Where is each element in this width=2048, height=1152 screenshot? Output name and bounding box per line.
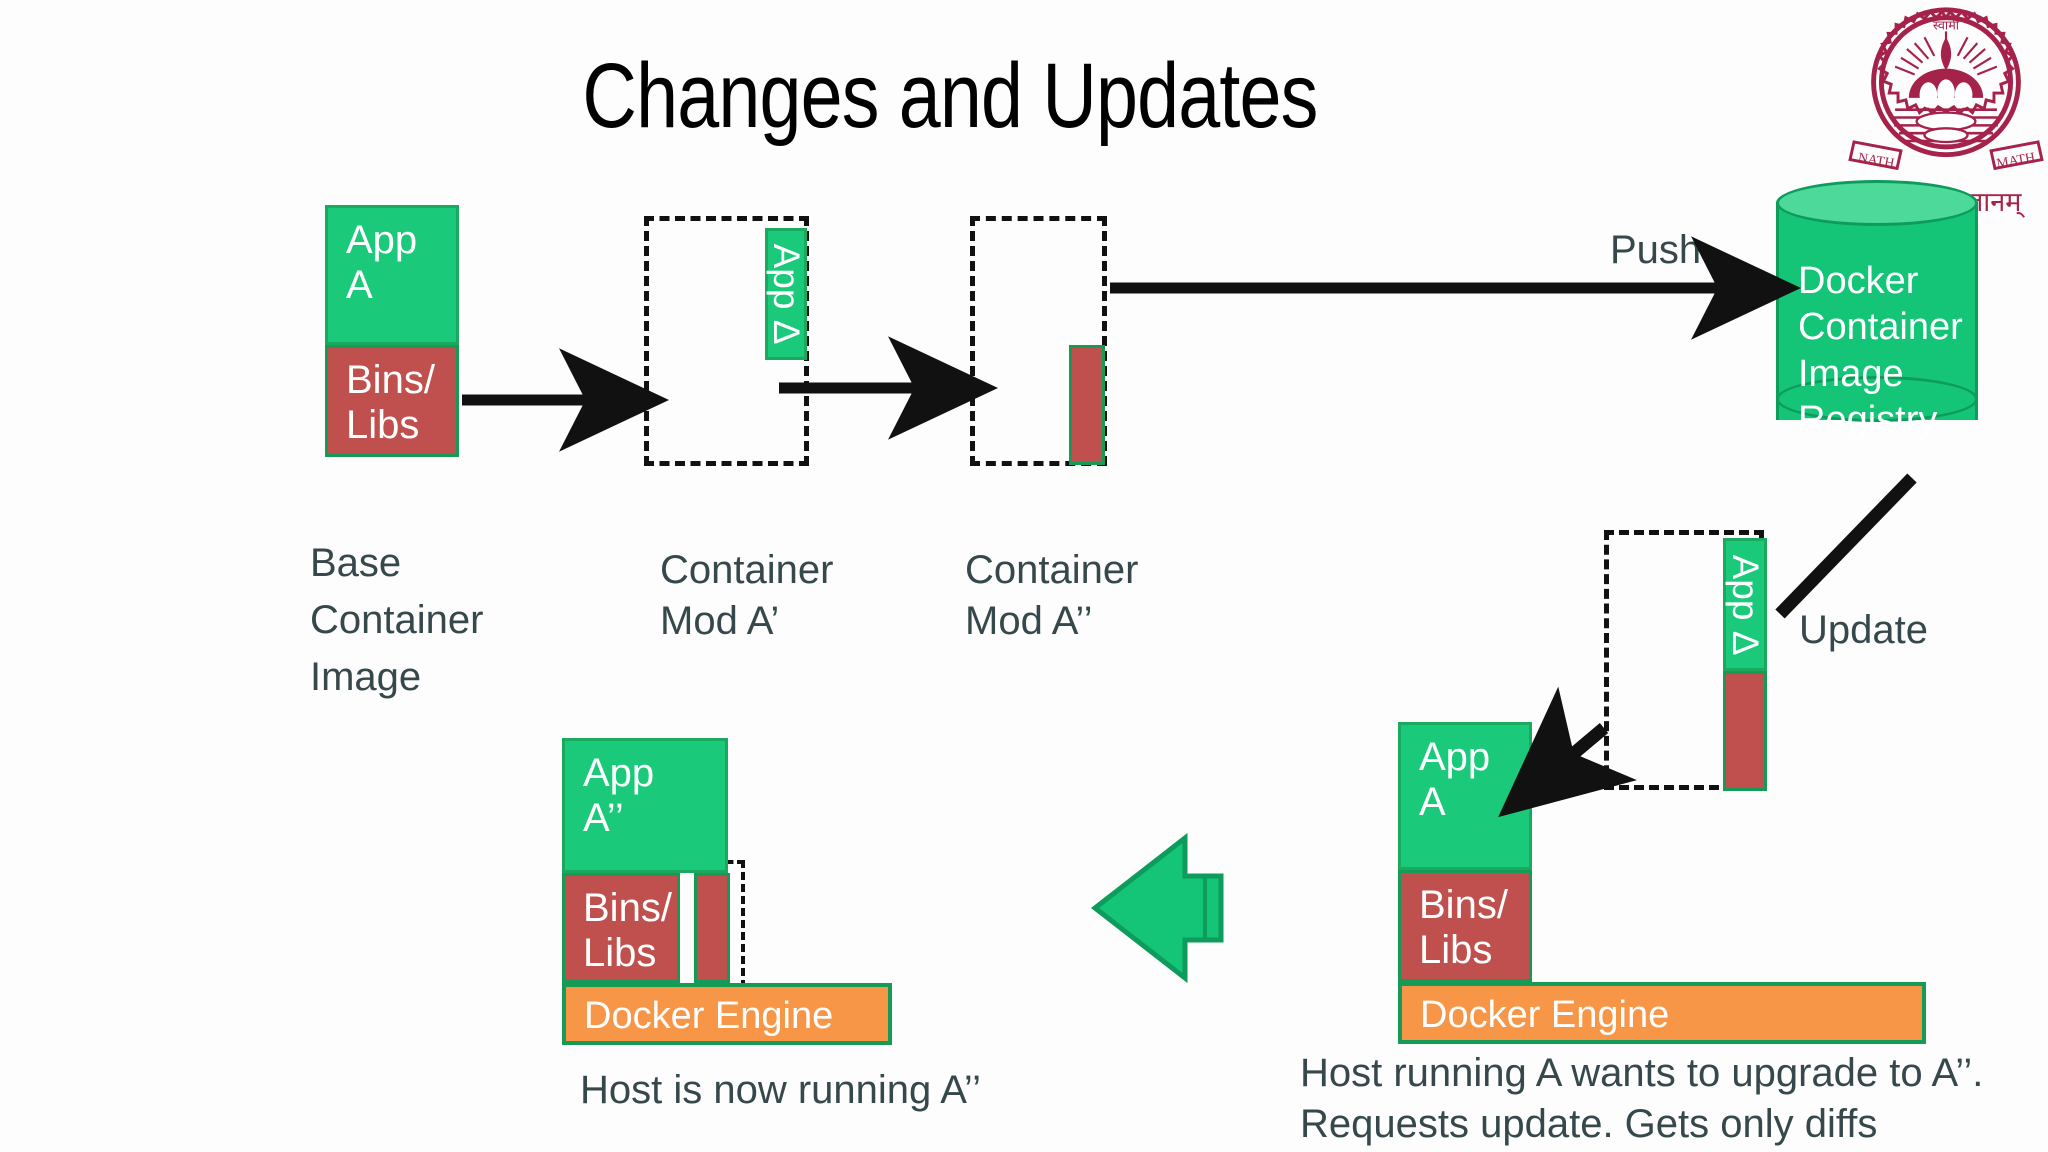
host-left-bins-label: Bins/ Libs [583, 886, 672, 975]
update-container-delta-bar: App Δ [1723, 538, 1767, 671]
container-mod-a1-caption: Container Mod A’ [660, 548, 834, 644]
host-right-engine-box: Docker Engine [1398, 982, 1926, 1044]
host-right-caption: Host running A wants to upgrade to A’’. … [1300, 1051, 1984, 1147]
docker-registry-cylinder: Docker Container Image Registry [1776, 180, 1978, 441]
host-right-bins-box: Bins/ Libs [1398, 870, 1532, 982]
host-right-app-box: App A [1398, 722, 1532, 870]
base-image-app-label: App A [346, 218, 418, 307]
arrow-registry-to-update [1775, 473, 1917, 619]
update-container-diff-bar [1723, 671, 1767, 791]
base-image-app-box: App A [325, 205, 459, 345]
host-left-engine-label: Docker Engine [584, 995, 834, 1037]
base-image-bins-box: Bins/ Libs [325, 345, 459, 457]
host-right-bins-label: Bins/ Libs [1419, 883, 1508, 972]
base-image-caption: Base Container Image [310, 541, 484, 699]
host-left-app-label: App A’’ [583, 751, 655, 840]
update-container-delta-label: App Δ [1725, 554, 1766, 655]
arrow-update-to-host-right [1498, 686, 1637, 818]
page-title: Changes and Updates [582, 45, 1318, 147]
container-mod-a2-caption: Container Mod A’’ [965, 548, 1139, 644]
registry-label: Docker Container Image Registry [1798, 260, 1963, 442]
container-mod-a2-diff-bar [1069, 345, 1105, 465]
host-left-diff-bar [694, 873, 730, 983]
host-left-bins-box: Bins/ Libs [562, 873, 680, 983]
registry-bottom-ellipse [1776, 376, 1978, 422]
logo-devanagari-top: स्वामी [1933, 17, 1960, 32]
registry-top-ellipse [1776, 180, 1978, 226]
host-left-app-box: App A’’ [562, 738, 728, 873]
container-mod-a1-delta-label: App Δ [766, 243, 807, 345]
result-flow-arrow [1090, 832, 1224, 984]
logo-ribbon-right-label: MATH [1995, 149, 2036, 171]
logo-ribbon-left-label: NATH [1857, 150, 1896, 171]
base-image-bins-label: Bins/ Libs [346, 358, 435, 447]
container-mod-a1-delta-bar: App Δ [765, 228, 807, 360]
push-arrow-label: Push [1610, 228, 1702, 272]
update-arrow-label: Update [1799, 608, 1928, 652]
ramakrishna-mission-emblem-icon: NATH MATH स्वामी [1848, 2, 2044, 188]
host-left-caption: Host is now running A’’ [580, 1068, 981, 1112]
host-right-engine-label: Docker Engine [1420, 994, 1670, 1036]
host-right-app-label: App A [1419, 735, 1491, 824]
host-left-engine-box: Docker Engine [562, 983, 892, 1045]
